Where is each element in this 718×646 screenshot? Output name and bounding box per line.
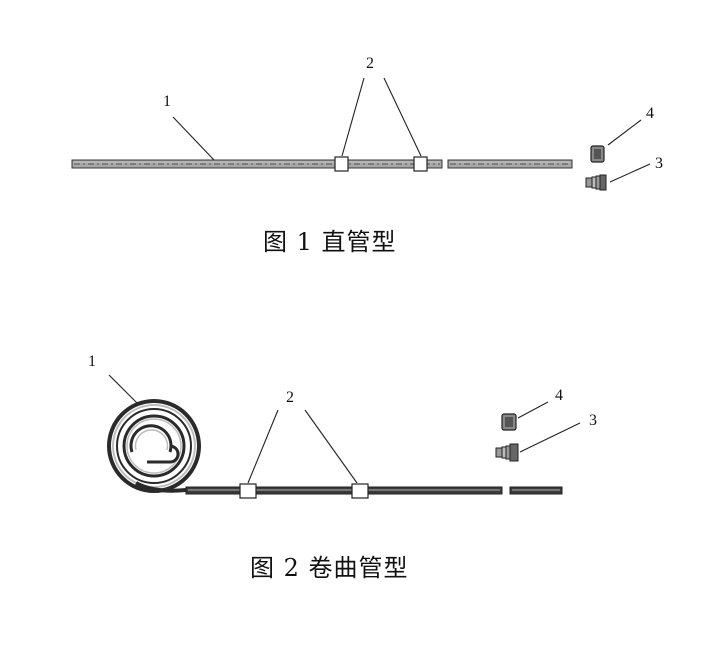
figure2-tube-segment-tail xyxy=(509,486,563,495)
figure1-straight-tube xyxy=(71,159,443,169)
figure1-leader-2b xyxy=(383,77,422,157)
figure1-clip-left xyxy=(334,156,349,172)
figure1-cap xyxy=(590,145,605,163)
figure1-leader-1 xyxy=(172,116,215,161)
figure2-clip-left xyxy=(239,483,257,499)
figure1-leader-4 xyxy=(607,119,642,146)
figure2-connector xyxy=(495,443,519,462)
figure1-clip-right xyxy=(413,156,428,172)
figure1-diagram: 1 2 4 3 xyxy=(71,55,663,191)
figure2-label-cap: 4 xyxy=(555,387,563,404)
figure2-leader-4 xyxy=(517,401,549,419)
figure2-caption: 图 2 卷曲管型 xyxy=(250,554,409,582)
figure2-label-connector: 3 xyxy=(589,412,597,429)
figure2-leader-1 xyxy=(108,374,139,405)
figure2-leader-2a xyxy=(247,409,279,484)
figure2-label-tube: 1 xyxy=(88,353,96,370)
figure1-label-clips: 2 xyxy=(366,55,374,72)
figure1-label-connector: 3 xyxy=(655,155,663,172)
figure1-label-tube: 1 xyxy=(163,93,171,110)
figure2-coiled-tube xyxy=(107,399,201,493)
figure2-tube-segment-main xyxy=(185,486,503,495)
figure2-leader-3 xyxy=(519,422,581,453)
figure2-label-clips: 2 xyxy=(286,389,294,406)
figure1-caption: 图 1 直管型 xyxy=(263,228,397,256)
figure1-leader-3 xyxy=(609,163,651,183)
figure2-cap xyxy=(501,413,517,431)
figure1-leader-2a xyxy=(341,77,365,157)
figure1-tube-tail-segment xyxy=(447,159,573,169)
figure2-leader-2b xyxy=(304,409,358,484)
figure1-connector xyxy=(585,174,607,191)
figure1-label-cap: 4 xyxy=(646,105,654,122)
figure2-clip-right xyxy=(351,483,369,499)
figure2-diagram: 1 2 4 3 xyxy=(88,353,597,499)
